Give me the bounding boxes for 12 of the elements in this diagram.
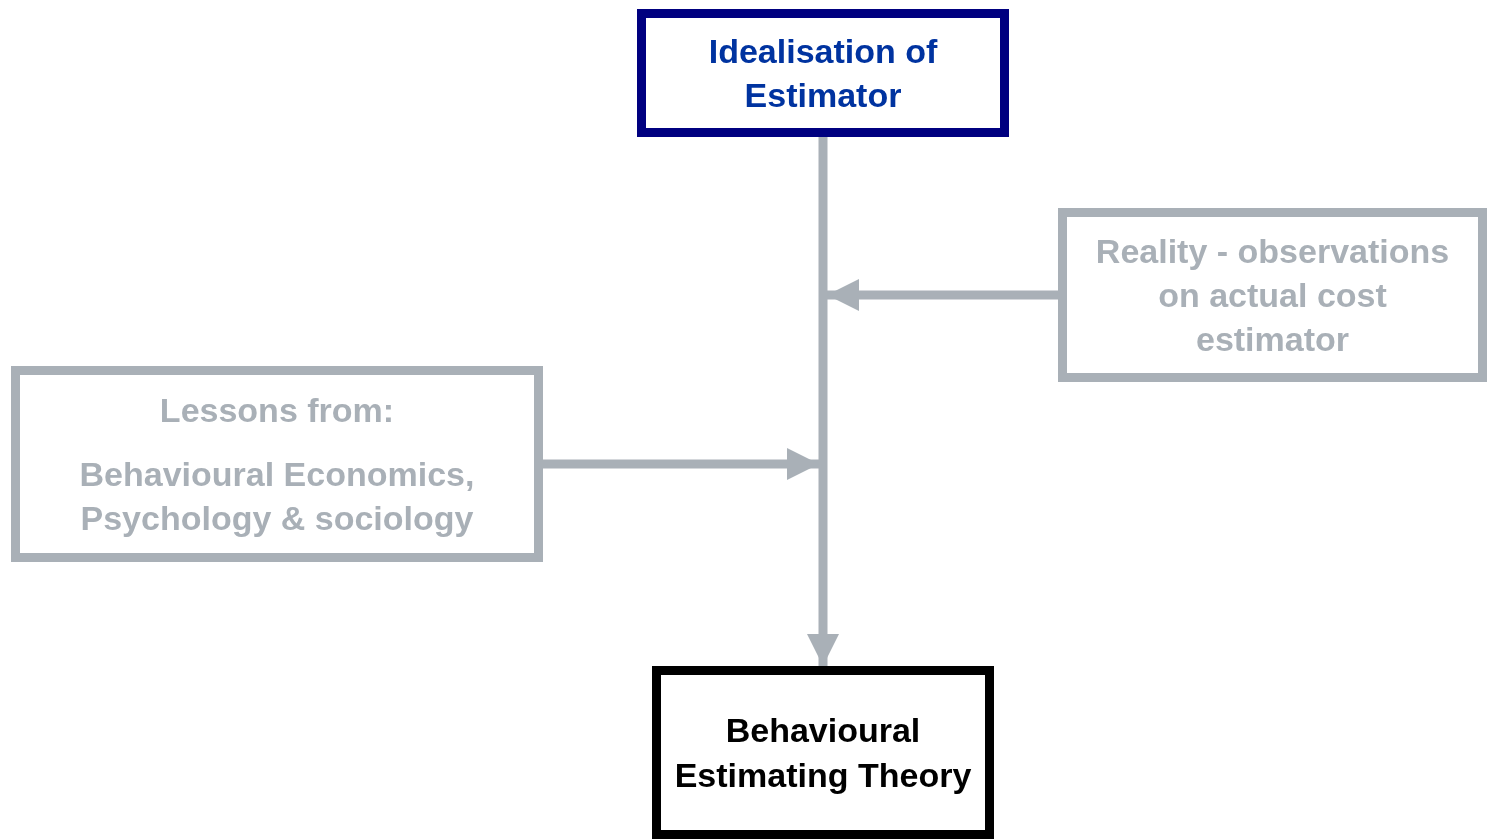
text-box <box>11 366 543 562</box>
box-heading: Behavioural Estimating Theory <box>673 710 973 796</box>
arrow <box>543 448 819 480</box>
box-heading: Idealisation of Estimator <box>707 30 939 116</box>
text-box <box>652 666 994 839</box>
arrow <box>827 279 1058 311</box>
box-text: Behavioural Economics, Psychology & sociology <box>78 453 476 540</box>
box-heading: Lessons from: <box>159 389 395 431</box>
box-heading: Reality - observations on actual cost estimator <box>1094 230 1451 361</box>
text-box <box>637 9 1009 137</box>
text-box <box>1058 208 1487 382</box>
arrow <box>807 137 839 666</box>
